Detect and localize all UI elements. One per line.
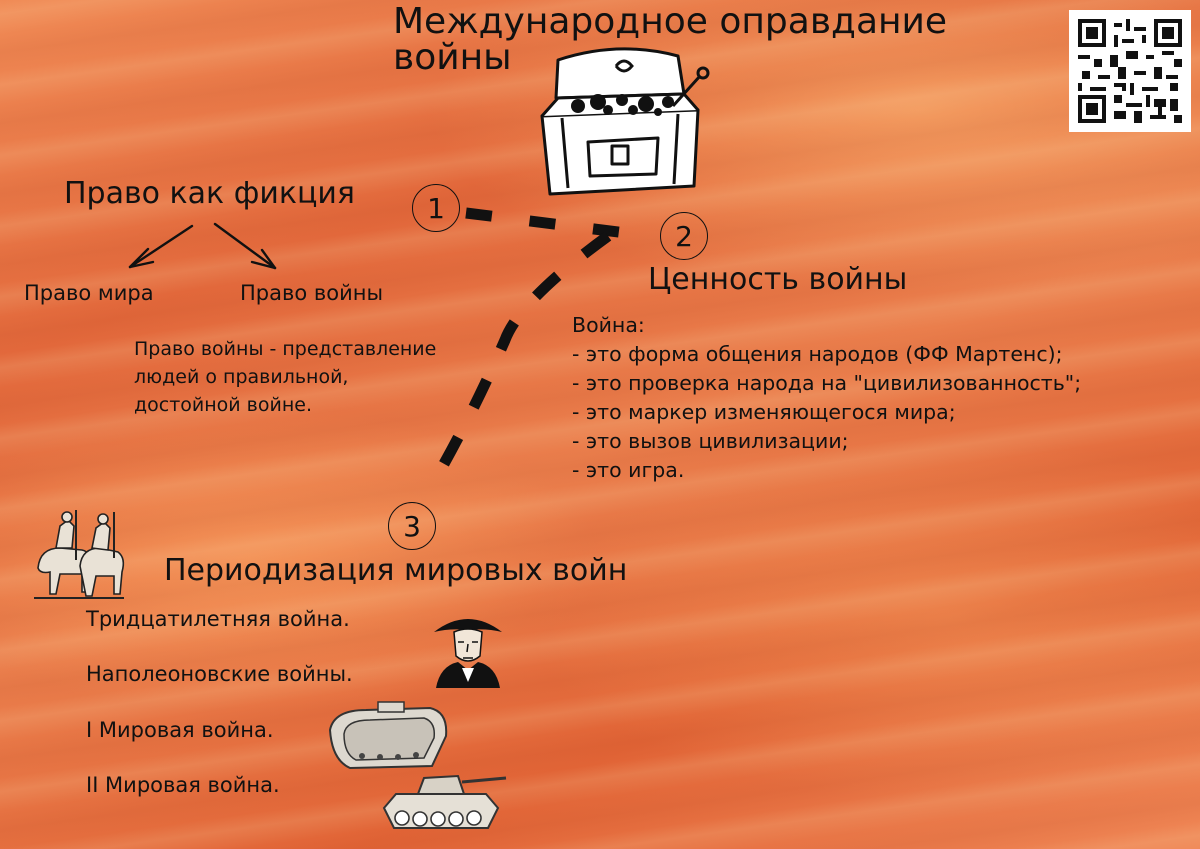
law-definition-line: людей о правильной,	[134, 366, 349, 388]
law-war-label: Право войны	[240, 281, 384, 305]
period-item: II Мировая война.	[86, 773, 280, 797]
value-heading: Ценность войны	[648, 262, 908, 297]
dash-connector-1-2	[465, 207, 651, 242]
value-lead: Война:	[572, 313, 645, 337]
dash-connector-2-3	[423, 231, 612, 495]
page-title-line1: Международное оправдание	[393, 1, 948, 42]
value-list: - это форма общения народов (ФФ Мартенс)…	[572, 340, 1081, 485]
arrow-left-head	[128, 247, 155, 269]
treasure-chest-icon	[540, 47, 710, 196]
marker-2: 2	[660, 212, 708, 260]
law-definition-line: Право войны - представление	[134, 338, 437, 360]
period-item: I Мировая война.	[86, 718, 274, 742]
list-item: - это форма общения народов (ФФ Мартенс)…	[572, 342, 1063, 366]
arrow-right-branch	[213, 222, 277, 270]
knights-icon	[34, 510, 125, 599]
arrow-left-branch	[128, 224, 194, 269]
law-heading: Право как фикция	[64, 176, 355, 211]
law-peace-label: Право мира	[24, 281, 154, 305]
page-title: Международное оправдание войны	[393, 4, 947, 76]
list-item: - это вызов цивилизации;	[572, 429, 849, 453]
list-item: - это игра.	[572, 458, 685, 482]
page-title-line2: войны	[393, 37, 512, 78]
napoleon-icon	[434, 619, 502, 688]
marker-3: 3	[388, 502, 436, 550]
marker-1: 1	[412, 184, 460, 232]
list-item: - это маркер изменяющегося мира;	[572, 400, 956, 424]
periods-heading: Периодизация мировых войн	[164, 553, 628, 588]
law-definition-line: достойной войне.	[134, 394, 313, 416]
value-list-block: Война: - это форма общения народов (ФФ М…	[572, 311, 1081, 485]
law-definition: Право войны - представление людей о прав…	[134, 335, 436, 419]
arrow-right-head	[250, 248, 277, 270]
period-item: Наполеоновские войны.	[86, 662, 353, 686]
tank-ww1-icon	[328, 701, 448, 770]
list-item: - это проверка народа на "цивилизованнос…	[572, 371, 1082, 395]
period-item: Тридцатилетняя война.	[86, 607, 350, 631]
tank-ww2-icon	[382, 774, 507, 829]
qr-code-icon	[1069, 10, 1191, 132]
